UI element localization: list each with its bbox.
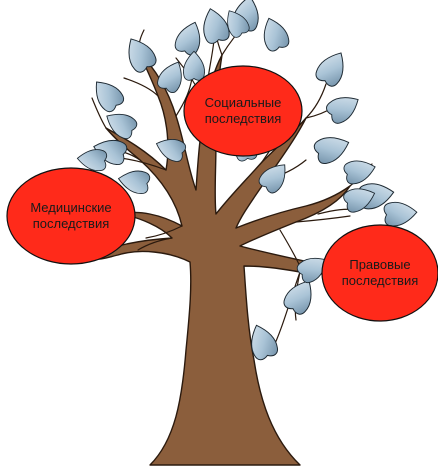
bubble-medical-shape [6,167,136,265]
leaf-icon [326,97,359,124]
leaf-icon [343,160,376,185]
bubble-shapes [6,65,438,322]
leaves-group [76,0,422,361]
leaf-icon [155,139,187,162]
leaf-icon [117,170,151,195]
leaf-icon [383,201,418,227]
leaf-icon [258,164,286,194]
leaf-icon [76,149,108,172]
leaf-icon [93,139,128,165]
bubble-medical-label: Медицинские последствия [30,200,112,231]
bubble-social-shape [183,65,303,157]
leaf-icon [227,10,250,38]
leaf-icon [157,61,182,94]
leaf-icon [183,50,205,81]
bubble-social-consequences: Социальные последствия [184,66,302,156]
leaf-icon [313,137,350,165]
leaf-icon [128,38,157,73]
bubble-legal-consequences: Правовые последствия [322,225,438,321]
bubble-legal-label: Правовые последствия [341,257,419,288]
bubble-medical-consequences: Медицинские последствия [7,168,135,264]
bubble-social-label: Социальные последствия [204,95,282,126]
leaf-icon [296,257,328,284]
bubble-legal-shape [321,224,438,322]
leaf-icon [263,17,290,52]
leaf-icon [315,52,344,87]
leaf-icon [283,280,312,315]
leaf-icon [95,81,125,113]
leaf-icon [174,21,201,56]
leaf-icon [203,8,230,44]
leaf-icon [251,324,279,361]
leaf-icon [106,113,138,140]
leaf-icon [343,188,376,213]
